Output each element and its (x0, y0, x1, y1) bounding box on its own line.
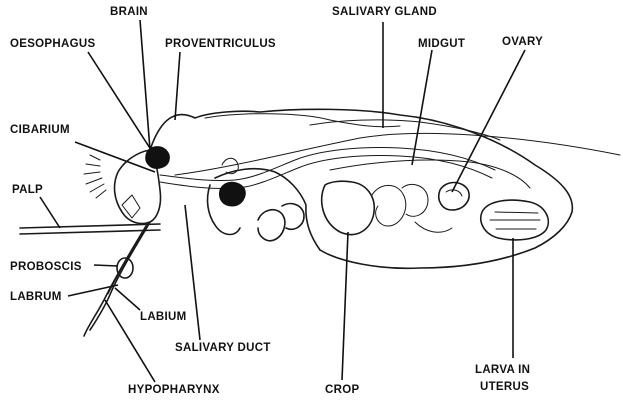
label-larva-line1: LARVA IN (475, 364, 530, 376)
label-palp: PALP (12, 184, 43, 196)
label-crop: CROP (325, 384, 359, 396)
label-midgut: MIDGUT (418, 38, 465, 50)
internal-organs (20, 133, 620, 336)
label-labium: LABIUM (140, 311, 187, 323)
label-brain: BRAIN (110, 6, 148, 18)
body-outline (115, 109, 573, 268)
label-hypopharynx: HYPOPHARYNX (128, 384, 220, 396)
labels: BRAIN SALIVARY GLAND OESOPHAGUS PROVENTR… (10, 6, 543, 396)
label-proventriculus: PROVENTRICULUS (165, 38, 276, 50)
label-salivary-duct: SALIVARY DUCT (175, 342, 271, 354)
label-proboscis: PROBOSCIS (10, 261, 82, 273)
label-oesophagus: OESOPHAGUS (10, 38, 95, 50)
leader-lines (40, 20, 525, 382)
thoracic-ganglion (220, 182, 246, 206)
label-larva-line2: UTERUS (480, 381, 529, 393)
label-salivary-gland: SALIVARY GLAND (332, 6, 437, 18)
label-labrum: LABRUM (10, 291, 62, 303)
label-ovary: OVARY (502, 36, 543, 48)
label-cibarium: CIBARIUM (10, 124, 70, 136)
